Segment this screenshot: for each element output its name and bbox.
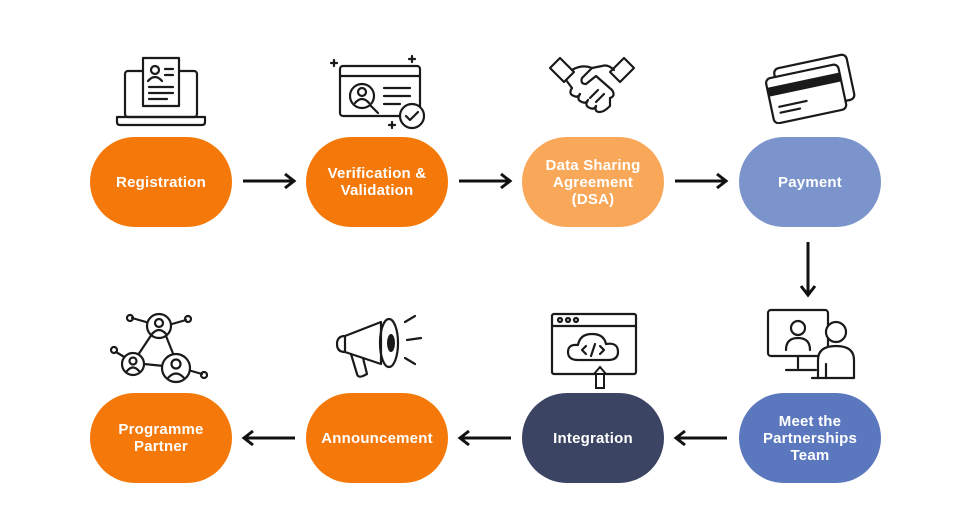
step-label: Data Sharing Agreement (DSA) — [545, 156, 641, 208]
step-label: Announcement — [321, 429, 433, 447]
arrow-left-3 — [241, 429, 295, 447]
arrow-right-2 — [459, 172, 513, 190]
step-programme-partner: Programme Partner — [90, 393, 232, 483]
step-meet-partnerships-team: Meet the Partnerships Team — [739, 393, 881, 483]
step-label: Integration — [553, 429, 633, 447]
laptop-document-icon — [115, 56, 207, 127]
arrow-right-1 — [243, 172, 297, 190]
step-label: Registration — [116, 173, 206, 191]
handshake-icon — [548, 56, 636, 114]
arrow-left-1 — [673, 429, 727, 447]
step-label: Meet the Partnerships Team — [762, 412, 858, 464]
credit-card-icon — [765, 53, 856, 124]
step-label: Verification & Validation — [327, 165, 427, 199]
step-label: Payment — [778, 173, 842, 191]
step-registration: Registration — [90, 137, 232, 227]
cloud-code-icon — [550, 312, 638, 389]
video-meeting-icon — [766, 308, 856, 380]
megaphone-icon — [335, 314, 423, 378]
arrow-down — [799, 242, 817, 298]
id-card-check-icon — [329, 54, 426, 130]
step-verification-validation: Verification & Validation — [306, 137, 448, 227]
arrow-right-3 — [675, 172, 729, 190]
step-payment: Payment — [739, 137, 881, 227]
arrow-left-2 — [457, 429, 511, 447]
step-data-sharing-agreement: Data Sharing Agreement (DSA) — [522, 137, 664, 227]
step-label: Programme Partner — [118, 421, 204, 455]
network-people-icon — [109, 312, 208, 384]
step-announcement: Announcement — [306, 393, 448, 483]
step-integration: Integration — [522, 393, 664, 483]
